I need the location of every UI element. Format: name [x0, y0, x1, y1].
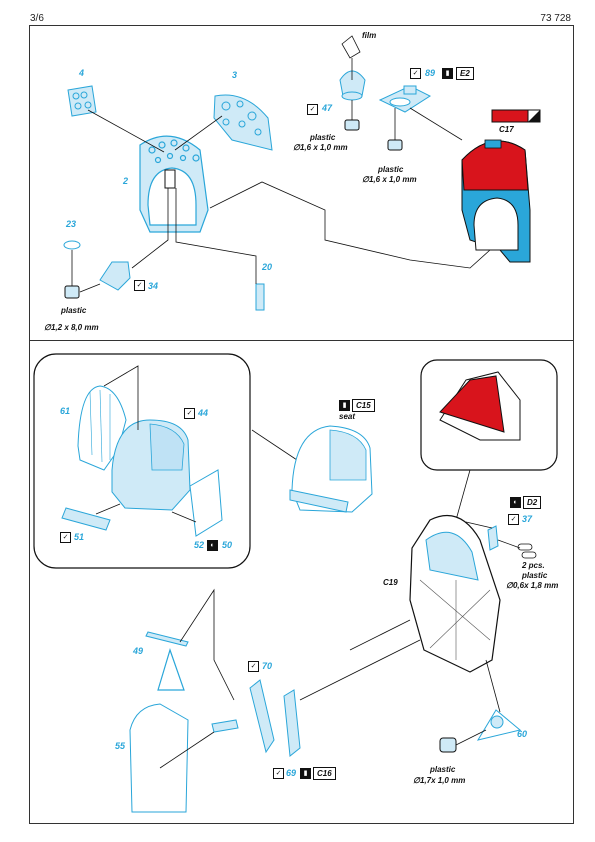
part-49-label: 49 [133, 646, 144, 656]
bend-icon: ✓ [307, 104, 318, 115]
part-c19-label: C19 [383, 578, 398, 587]
part-55-shape [129, 703, 189, 813]
part-2-label: 2 [123, 176, 129, 186]
part-61-shape [77, 385, 127, 471]
part-61-label: 61 [60, 406, 71, 416]
part-70-label: 70 [262, 661, 273, 671]
fold-icon: ▮ [300, 768, 311, 779]
plastic-label-a: plastic [310, 133, 336, 142]
part-47-label: 47 [322, 103, 333, 113]
plastic-label-b: plastic [378, 165, 404, 174]
seat-detail-box [33, 353, 251, 569]
plastic-label-d: plastic [430, 765, 456, 774]
part-51-shape [61, 507, 111, 531]
plastic-size-b: ∅1,6 x 1,0 mm [362, 175, 417, 184]
part-69-label: 69 [286, 768, 297, 778]
headrest-detail-box [420, 359, 558, 471]
plastic-label-c: plastic [61, 306, 87, 315]
bottom-panel [29, 340, 574, 824]
part-44-label: 44 [198, 408, 209, 418]
bend-icon: ✓ [134, 280, 145, 291]
part-51-label: 51 [74, 532, 85, 542]
bottom-leader-lines [159, 588, 421, 769]
seat-leader-lines [95, 365, 301, 523]
part-34-label: 34 [148, 281, 159, 291]
plastic-size-d: ∅1,7x 1,0 mm [413, 776, 466, 785]
ref-box-c15: C15 [352, 399, 375, 412]
bend-icon: ✓ [273, 768, 284, 779]
part-89-shape [378, 85, 432, 113]
pcs-size-label: ∅0,6x 1,8 mm [506, 581, 559, 590]
bend-icon: ✓ [410, 68, 421, 79]
product-code: 73 728 [540, 13, 571, 24]
rotate-icon: ◐ [207, 540, 218, 551]
part-c17-label: C17 [499, 125, 514, 134]
part-3-label: 3 [232, 70, 238, 80]
plastic-size-c: ∅1,2 x 8,0 mm [44, 323, 99, 332]
part-50-label: 50 [222, 540, 233, 550]
seat-label: seat [339, 412, 356, 421]
pcs-plastic-label: plastic [522, 571, 548, 580]
plastic-size-a: ∅1,6 x 1,0 mm [293, 143, 348, 152]
part-60-label: 60 [517, 729, 528, 739]
part-52-label: 52 [194, 540, 205, 550]
fold-icon: ▮ [339, 400, 350, 411]
ref-box-e2: E2 [456, 67, 474, 80]
part-23-label: 23 [66, 219, 77, 229]
part-50-shape [189, 469, 223, 537]
bend-icon: ✓ [508, 514, 519, 525]
part-37-label: 37 [522, 514, 533, 524]
part-34-shape [99, 261, 131, 291]
fold-icon: ▮ [442, 68, 453, 79]
part-70-shape [249, 679, 275, 754]
page-number: 3/6 [30, 13, 44, 24]
part-4-shape [67, 85, 97, 117]
bend-icon: ✓ [184, 408, 195, 419]
ref-box-d2: D2 [523, 496, 542, 509]
part-49-shape [145, 631, 189, 647]
part-3-shape [213, 94, 273, 151]
rotate-icon: ◐ [510, 497, 521, 508]
part-20-label: 20 [262, 262, 273, 272]
pcs-label: 2 pcs. [522, 561, 545, 570]
part-89-label: 89 [425, 68, 436, 78]
film-label: film [362, 31, 377, 40]
part-c17-assembly [461, 139, 531, 263]
bend-icon: ✓ [248, 661, 259, 672]
bend-icon: ✓ [60, 532, 71, 543]
part-47-shape [339, 70, 366, 101]
top-leader-lines [79, 107, 491, 293]
part-55-label: 55 [115, 741, 126, 751]
part-4-label: 4 [79, 68, 85, 78]
ref-box-c16: C16 [313, 767, 336, 780]
